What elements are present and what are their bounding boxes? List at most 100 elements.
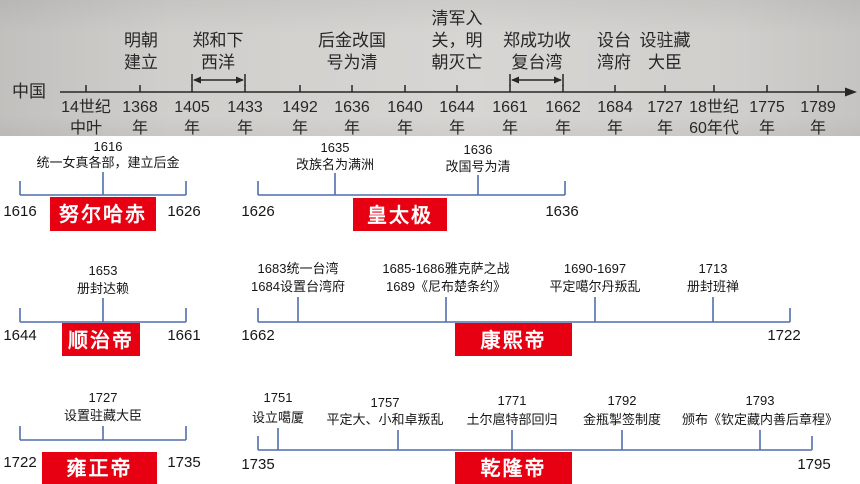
reign-end-year: 1636: [545, 203, 579, 220]
event-line: 湾府: [597, 53, 631, 73]
event-label: 清军入 关，明 朝灭亡: [432, 8, 483, 74]
year-line: 年: [343, 120, 360, 136]
reign-end-year: 1722: [767, 327, 801, 344]
year-line: 年: [236, 120, 253, 136]
textbook-timeline-photo: 中国 明朝 建立 郑和下 西洋 后金改国 号为清 清军入 关，明 朝灭亡 郑成功…: [0, 0, 860, 136]
reign-event-label: 1616 统一女真各部，建立后金: [36, 139, 179, 171]
event-line: 1636: [463, 142, 493, 157]
taiwan-recovery-span-arrow: [509, 74, 564, 86]
year-line: 年: [183, 120, 200, 136]
year-line: 1433: [227, 99, 263, 116]
event-line: 1635: [320, 140, 350, 155]
event-label: 明朝 建立: [124, 30, 158, 74]
event-line: 1757: [370, 395, 400, 410]
reign-bracket-kangxi: [257, 297, 791, 323]
reign-start-year: 1616: [3, 203, 37, 220]
year-label: 14世纪 中叶: [61, 97, 111, 136]
year-label: 1636 年: [334, 97, 370, 136]
year-line: 1661: [492, 99, 528, 116]
reign-event-label: 1636 改国号为清: [445, 141, 510, 175]
year-line: 1368: [122, 99, 158, 116]
event-label: 郑成功收 复台湾: [503, 30, 571, 74]
year-line: 年: [396, 120, 413, 136]
emperor-name-box: 皇太极: [353, 198, 447, 231]
reign-bracket-shunzhi: [19, 298, 187, 323]
region-label: 中国: [12, 82, 46, 102]
event-line: 明朝: [124, 31, 158, 51]
year-label: 1405 年: [174, 97, 210, 136]
year-label: 1662 年: [545, 97, 581, 136]
reign-event-label: 1793 颁布《钦定藏内善后章程》: [682, 391, 838, 429]
reign-end-year: 1626: [167, 203, 201, 220]
event-line: 1690-1697: [563, 261, 627, 276]
event-line: 金瓶掣签制度: [582, 412, 662, 427]
reign-bracket-qianlong: [257, 428, 813, 451]
event-line: 建立: [124, 53, 158, 73]
event-label: 后金改国 号为清: [318, 30, 386, 74]
year-line: 1640: [387, 99, 423, 116]
event-line: 1684设置台湾府: [251, 279, 345, 294]
year-line: 年: [606, 120, 623, 136]
emperor-name-box: 努尔哈赤: [50, 197, 156, 231]
event-line: 1751: [263, 390, 293, 405]
reign-event-label: 1792 金瓶掣签制度: [583, 391, 661, 429]
emperor-name-box: 乾隆帝: [455, 452, 572, 484]
year-line: 1492: [282, 99, 318, 116]
event-line: 平定噶尔丹叛乱: [549, 279, 641, 294]
event-line: 设置驻藏大臣: [63, 408, 143, 423]
event-line: 改族名为满洲: [295, 157, 375, 172]
year-line: 1405: [174, 99, 210, 116]
event-line: 改国号为清: [445, 159, 511, 174]
span-arrowhead-left: [511, 76, 519, 84]
reign-start-year: 1644: [3, 327, 37, 344]
span-arrowhead-left: [193, 76, 201, 84]
year-line: 1775: [749, 99, 785, 116]
span-arrowhead-right: [236, 76, 244, 84]
event-line: 1771: [497, 393, 527, 408]
reign-bracket-huangtaiji: [257, 173, 566, 196]
event-line: 1689《尼布楚条约》: [386, 279, 506, 294]
year-label: 1684 年: [597, 97, 633, 136]
reign-start-year: 1722: [3, 454, 37, 471]
year-label: 1727 年: [647, 97, 683, 136]
year-line: 60年代: [689, 120, 739, 136]
event-line: 设立噶厦: [251, 410, 305, 425]
year-line: 中叶: [69, 120, 102, 136]
event-line: 1713: [698, 261, 728, 276]
reign-event-label: 1727 设置驻藏大臣: [64, 389, 142, 425]
year-line: 年: [554, 120, 571, 136]
event-label: 设驻藏 大臣: [640, 30, 691, 74]
reign-end-year: 1735: [167, 454, 201, 471]
event-line: 郑和下: [192, 31, 244, 51]
year-line: 1789: [800, 99, 836, 116]
year-label: 1789 年: [800, 97, 836, 136]
reign-start-year: 1735: [241, 456, 275, 473]
event-line: 1685-1686雅克萨之战: [382, 261, 510, 276]
emperor-name-box: 康熙帝: [455, 323, 572, 356]
event-line: 西洋: [201, 53, 235, 73]
event-line: 后金改国: [318, 31, 386, 51]
reign-end-year: 1795: [797, 456, 831, 473]
event-line: 郑成功收: [503, 31, 571, 51]
reign-event-label: 1635 改族名为满洲: [296, 139, 374, 173]
year-line: 年: [809, 120, 826, 136]
year-label: 1640 年: [387, 97, 423, 136]
reign-bracket-yongzheng: [19, 426, 187, 441]
year-line: 18世纪: [689, 99, 739, 116]
textbook-timeline-lines: [60, 74, 857, 97]
year-line: 1662: [545, 99, 581, 116]
reign-event-label: 1690-1697 平定噶尔丹叛乱: [549, 260, 640, 296]
year-line: 1684: [597, 99, 633, 116]
year-label: 1644 年: [439, 97, 475, 136]
event-line: 统一女真各部，建立后金: [36, 155, 180, 170]
reign-event-label: 1757 平定大、小和卓叛乱: [326, 394, 443, 428]
event-line: 大臣: [648, 53, 682, 73]
event-line: 1653: [88, 263, 118, 278]
event-line: 颁布《钦定藏内善后章程》: [681, 412, 839, 427]
year-line: 年: [758, 120, 775, 136]
year-label: 1433 年: [227, 97, 263, 136]
event-line: 1616: [93, 139, 123, 154]
reign-event-label: 1685-1686雅克萨之战 1689《尼布楚条约》: [382, 260, 509, 296]
year-label: 1492 年: [282, 97, 318, 136]
